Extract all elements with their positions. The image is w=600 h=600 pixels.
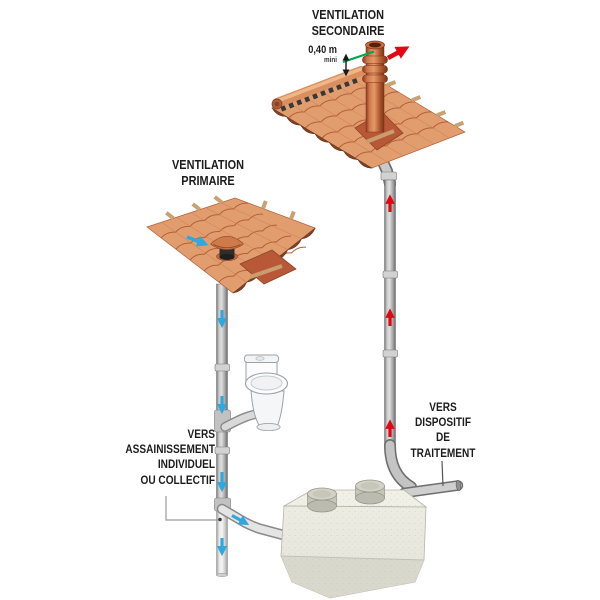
pipe-coupling	[382, 349, 398, 358]
left-destination-label: VERS ASSAINISSEMENT INDIVIDUEL OU COLLEC…	[55, 427, 215, 488]
pipe-coupling	[214, 446, 230, 455]
secondary-ventilation-title: VENTILATION SECONDAIRE	[278, 7, 418, 38]
label-line: OU COLLECTIF	[140, 472, 215, 487]
vent-opening	[369, 42, 381, 48]
clearance-value: 0,40 m	[308, 44, 337, 56]
ridge-closure-comb	[279, 75, 361, 112]
clearance-qualifier: mini	[324, 55, 337, 64]
primary-ventilation-title: VENTILATION PRIMAIRE	[138, 157, 278, 188]
secondary-vent-pipe	[362, 40, 388, 133]
clearance-label: 0,40 m mini	[281, 44, 337, 64]
label-line: TRAITEMENT	[410, 445, 476, 460]
septic-tank	[280, 479, 428, 599]
eave-tile-profile	[271, 107, 374, 169]
label-line: VERS	[429, 400, 457, 414]
batten-strip	[365, 129, 395, 144]
elbow-fitting	[380, 171, 397, 181]
right-destination-label: VERS DISPOSITIF DE TRAITEMENT	[392, 400, 494, 461]
label-line: INDIVIDUEL	[157, 457, 215, 472]
batten-strip	[249, 264, 283, 279]
toilet-base	[256, 422, 281, 432]
leader-line-left	[165, 496, 218, 521]
toilet-pedestal	[250, 389, 285, 428]
title-line: PRIMAIRE	[181, 172, 235, 188]
label-line: DE	[435, 430, 450, 445]
label-line: VERS	[187, 427, 215, 441]
tank-outlet-pipe	[384, 439, 464, 499]
leader-lines	[165, 460, 444, 522]
title-line: VENTILATION	[311, 7, 384, 22]
pipe-coupling	[214, 363, 230, 372]
down-flow-arrows	[216, 310, 250, 557]
toilet	[244, 354, 289, 432]
tank-inspection-cap	[355, 479, 385, 505]
label-line: DISPOSITIF	[414, 415, 472, 430]
flush-button	[255, 356, 265, 361]
roof-battens	[165, 195, 296, 220]
tank-inspection-cap	[307, 487, 337, 513]
title-line: VENTILATION	[171, 157, 244, 172]
outlet-flow-arrow-icon	[231, 514, 250, 525]
primary-vent-cap	[210, 235, 244, 262]
pipe-open-end	[455, 480, 462, 491]
leader-line-right	[441, 460, 444, 487]
roof-battens	[386, 80, 465, 128]
title-line: SECONDAIRE	[311, 22, 385, 38]
pipe-coupling	[382, 270, 398, 279]
vent-exhaust-arrow-icon	[386, 46, 410, 60]
primary-roof	[146, 195, 316, 294]
label-line: ASSAINISSEMENT	[125, 442, 215, 457]
vent-intake-arrow-icon	[186, 235, 209, 247]
tank-inlet-pipe	[216, 503, 293, 542]
